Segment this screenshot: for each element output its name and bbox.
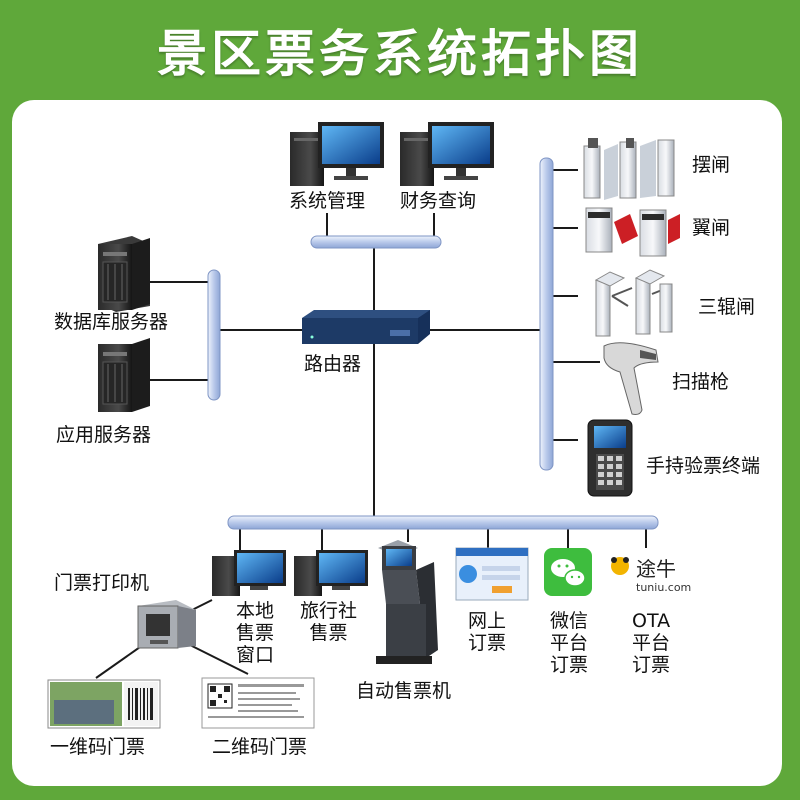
label-finance-query: 财务查询	[400, 190, 477, 212]
line-local-printer	[191, 599, 213, 611]
label-travel-agency: 旅行社 售票	[300, 600, 357, 644]
tuniu-cn-text: 途牛	[636, 557, 676, 581]
label-wechat-line3: 订票	[550, 654, 589, 676]
kiosk-icon	[376, 540, 438, 664]
label-scanner: 扫描枪	[672, 371, 730, 393]
router-icon	[302, 310, 430, 344]
right-bus	[539, 157, 554, 471]
line-printer-2d	[187, 643, 249, 675]
pc-icon-travel-agency	[294, 550, 368, 596]
bottom-bus	[227, 515, 659, 530]
label-online: 网上 订票	[468, 610, 506, 654]
server-icon-database	[98, 236, 150, 312]
wing-gate-icon	[585, 207, 680, 257]
label-ota-line1: OTA	[632, 610, 671, 632]
label-local-window-line3: 窗口	[236, 644, 275, 666]
label-barcode-1d: 一维码门票	[50, 736, 146, 758]
label-system-mgmt: 系统管理	[289, 190, 366, 212]
label-ticket-printer: 门票打印机	[54, 572, 150, 594]
handheld-terminal-icon	[587, 419, 633, 497]
label-local-window-line1: 本地	[236, 600, 275, 622]
top-bus	[310, 235, 442, 249]
online-booking-icon	[455, 547, 529, 601]
server-icon-application	[98, 338, 150, 412]
label-wechat-line2: 平台	[550, 632, 589, 654]
tuniu-logo-icon: 途牛 tuniu.com	[611, 557, 691, 594]
label-router: 路由器	[304, 353, 362, 375]
label-wing-gate: 翼闸	[692, 217, 731, 239]
label-wechat-line1: 微信	[550, 610, 589, 632]
ticket-printer-icon	[137, 600, 196, 649]
tripod-gate-icon	[594, 269, 673, 337]
pc-icon-finance-query	[400, 122, 494, 186]
pc-icon-system-mgmt	[290, 122, 384, 186]
label-ota-line2: 平台	[632, 632, 671, 654]
barcode-2d-ticket-icon	[201, 677, 315, 729]
label-swing-gate: 摆闸	[692, 154, 731, 176]
label-kiosk: 自动售票机	[356, 680, 452, 702]
label-db-server: 数据库服务器	[54, 311, 169, 333]
label-ota-line3: 订票	[632, 654, 671, 676]
barcode-1d-ticket-icon	[47, 679, 161, 729]
label-app-server: 应用服务器	[56, 424, 152, 446]
label-local-window-line2: 售票	[236, 622, 275, 644]
pc-icon-local-window	[212, 550, 286, 596]
label-ota: OTA 平台 订票	[632, 610, 670, 676]
label-tripod-gate: 三辊闸	[698, 296, 756, 318]
left-bus	[207, 269, 221, 401]
label-handheld: 手持验票终端	[646, 455, 761, 477]
label-online-line1: 网上	[468, 610, 507, 632]
label-online-line2: 订票	[468, 632, 507, 654]
label-local-window: 本地 售票 窗口	[236, 600, 274, 666]
label-barcode-2d: 二维码门票	[212, 736, 308, 758]
label-travel-agency-line2: 售票	[309, 622, 348, 644]
swing-gate-icon	[583, 138, 675, 200]
label-travel-agency-line1: 旅行社	[300, 600, 358, 622]
page-title: 景区票务系统拓扑图	[157, 25, 643, 83]
tuniu-en-text: tuniu.com	[636, 581, 691, 594]
wechat-icon	[544, 548, 592, 596]
label-wechat: 微信 平台 订票	[550, 610, 588, 676]
scanner-icon	[603, 342, 659, 415]
